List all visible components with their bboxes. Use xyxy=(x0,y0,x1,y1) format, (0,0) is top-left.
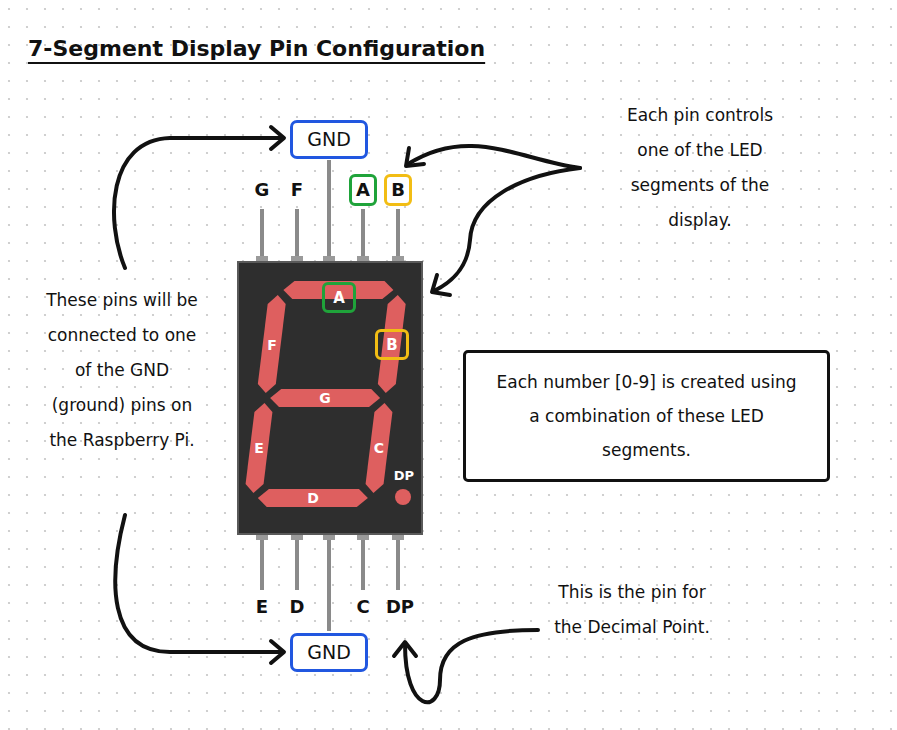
decimal-point xyxy=(395,489,411,505)
callout-note: These pins will be connected to one of t… xyxy=(38,283,206,458)
gnd-pin-box: GND xyxy=(290,120,368,159)
pin-name: DP xyxy=(382,596,418,618)
segment-name: C xyxy=(368,439,390,457)
node-body: A xyxy=(356,179,370,201)
segment-name: F xyxy=(261,336,283,354)
pin-name: F xyxy=(284,179,310,201)
led-segments xyxy=(243,281,409,507)
bottom-pins xyxy=(262,536,398,631)
pin-name: E xyxy=(249,596,275,618)
node-text: A xyxy=(356,179,370,201)
node-body: Each number [0-9] is created using a com… xyxy=(491,365,803,467)
pin-label-box: A xyxy=(349,174,377,206)
node-text: B xyxy=(391,179,405,201)
segment-label-box: A xyxy=(322,282,356,313)
node-body: B xyxy=(391,179,405,201)
node-text: B xyxy=(386,336,397,354)
segment-name: E xyxy=(248,439,270,457)
node-text: Each number [0-9] is created using a com… xyxy=(491,365,803,467)
segment-label-box: B xyxy=(375,329,409,360)
top-pins xyxy=(262,160,398,262)
pin-name: G xyxy=(249,179,275,201)
segment-name: DP xyxy=(389,468,419,484)
callout-note: This is the pin for the Decimal Point. xyxy=(548,575,716,645)
node-body: A xyxy=(333,289,345,307)
diagram-title: 7-Segment Display Pin Configuration xyxy=(28,36,485,61)
node-body: GND xyxy=(307,128,351,151)
display-body xyxy=(238,262,422,534)
pin-label-box: B xyxy=(384,174,412,206)
node-text: A xyxy=(333,289,345,307)
pin-name: D xyxy=(284,596,310,618)
node-text: GND xyxy=(307,128,351,151)
segment-name: D xyxy=(302,489,324,507)
gnd-pin-box: GND xyxy=(290,633,368,672)
callout-note: Each pin controls one of the LED segment… xyxy=(611,98,789,238)
node-text: GND xyxy=(307,641,351,664)
segment-name: G xyxy=(314,389,336,407)
node-body: B xyxy=(386,336,397,354)
pin-name: C xyxy=(350,596,376,618)
node-body: GND xyxy=(307,641,351,664)
note-box: Each number [0-9] is created using a com… xyxy=(463,350,830,482)
